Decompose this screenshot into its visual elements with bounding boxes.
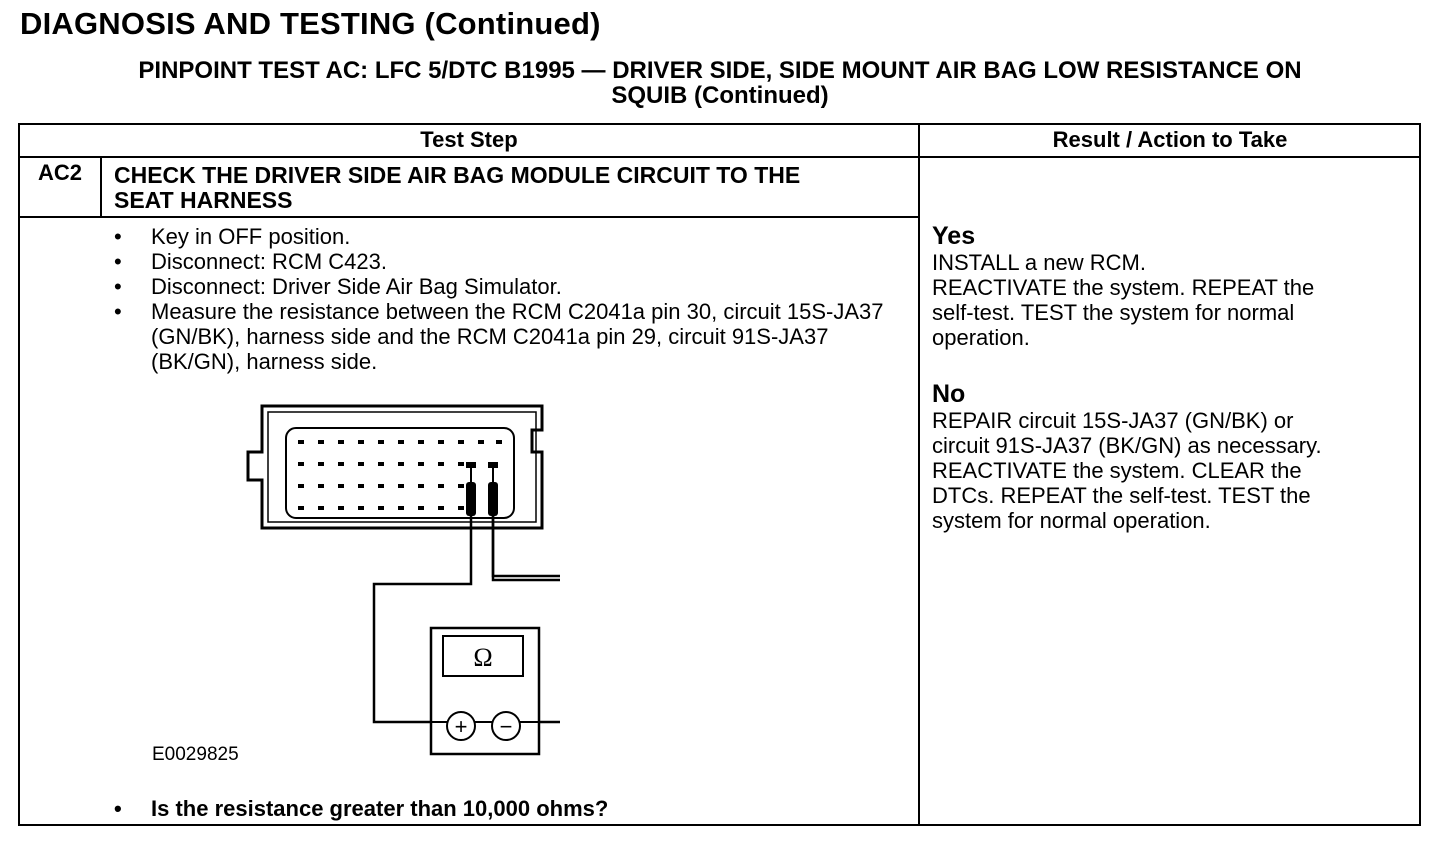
connector-inner-outline: [267, 411, 537, 523]
question-text: Is the resistance greater than 10,000 oh…: [151, 796, 609, 821]
test-probes: [466, 462, 498, 516]
test-leads: [372, 516, 560, 724]
negative-terminal: [491, 711, 521, 741]
pinpoint-test-title: PINPOINT TEST AC: LFC 5/DTC B1995 — DRIV…: [20, 58, 1420, 108]
step-id-divider: [100, 156, 102, 218]
bullet: •: [114, 796, 122, 821]
column-divider: [918, 123, 920, 826]
header-rule: [18, 156, 1421, 158]
result-yes: Yes INSTALL a new RCM. REACTIVATE the sy…: [932, 222, 1402, 350]
connector-body: [246, 404, 544, 530]
page-title: DIAGNOSIS AND TESTING (Continued): [20, 6, 601, 41]
instruction-text: Disconnect: Driver Side Air Bag Simulato…: [151, 274, 562, 299]
column-header-test-step: Test Step: [420, 127, 518, 152]
result-line: REACTIVATE the system. CLEAR the: [932, 458, 1302, 483]
instruction-text: Measure the resistance between the RCM C…: [151, 299, 884, 374]
step-title-line-2: SEAT HARNESS: [114, 187, 293, 213]
result-line: operation.: [932, 325, 1030, 350]
list-item: • Disconnect: Driver Side Air Bag Simulat…: [114, 274, 904, 299]
result-no: No REPAIR circuit 15S-JA37 (GN/BK) or ci…: [932, 380, 1402, 533]
yes-label: Yes: [932, 222, 976, 250]
minus-sign: −: [500, 714, 513, 739]
instruction-text: Key in OFF position.: [151, 224, 351, 249]
connector-pins: [298, 440, 502, 510]
bullet: •: [114, 274, 122, 299]
result-line: INSTALL a new RCM.: [932, 250, 1146, 275]
subtitle-line-2: SQUIB (Continued): [611, 82, 829, 109]
figure-id: E0029825: [152, 744, 239, 765]
list-item: • Key in OFF position.: [114, 224, 904, 249]
result-line: REPAIR circuit 15S-JA37 (GN/BK) or: [932, 408, 1294, 433]
result-line: system for normal operation.: [932, 508, 1211, 533]
step-title-rule: [18, 216, 920, 218]
question: • Is the resistance greater than 10,000 o…: [114, 796, 608, 822]
list-item: • Measure the resistance between the RCM …: [114, 299, 911, 374]
connector-pin-field: [285, 427, 515, 519]
list-item: • Disconnect: RCM C423.: [114, 249, 904, 274]
column-header-result: Result / Action to Take: [1052, 127, 1288, 152]
bullet: •: [114, 224, 122, 249]
result-line: REACTIVATE the system. REPEAT the: [932, 275, 1315, 300]
step-title: CHECK THE DRIVER SIDE AIR BAG MODULE CIR…: [114, 163, 904, 213]
instruction-list: • Key in OFF position. • Disconnect: RCM C…: [114, 224, 904, 374]
ohmmeter-display: [442, 635, 524, 677]
result-line: DTCs. REPEAT the self-test. TEST the: [932, 483, 1311, 508]
result-line: self-test. TEST the system for normal: [932, 300, 1295, 325]
step-id: AC2: [37, 160, 82, 185]
instruction-text: Disconnect: RCM C423.: [151, 249, 387, 274]
subtitle-line-1: PINPOINT TEST AC: LFC 5/DTC B1995 — DRIV…: [138, 57, 1302, 84]
positive-terminal: [446, 711, 476, 741]
bullet: •: [114, 299, 122, 324]
connector-meter-diagram: Ω + −: [246, 404, 560, 756]
bullet: •: [114, 249, 122, 274]
no-label: No: [932, 380, 966, 408]
test-table-frame: [18, 123, 1421, 826]
result-line: circuit 91S-JA37 (BK/GN) as necessary.: [932, 433, 1322, 458]
step-title-line-1: CHECK THE DRIVER SIDE AIR BAG MODULE CIR…: [114, 162, 801, 188]
plus-sign: +: [455, 714, 468, 739]
ohm-symbol: Ω: [473, 643, 492, 672]
